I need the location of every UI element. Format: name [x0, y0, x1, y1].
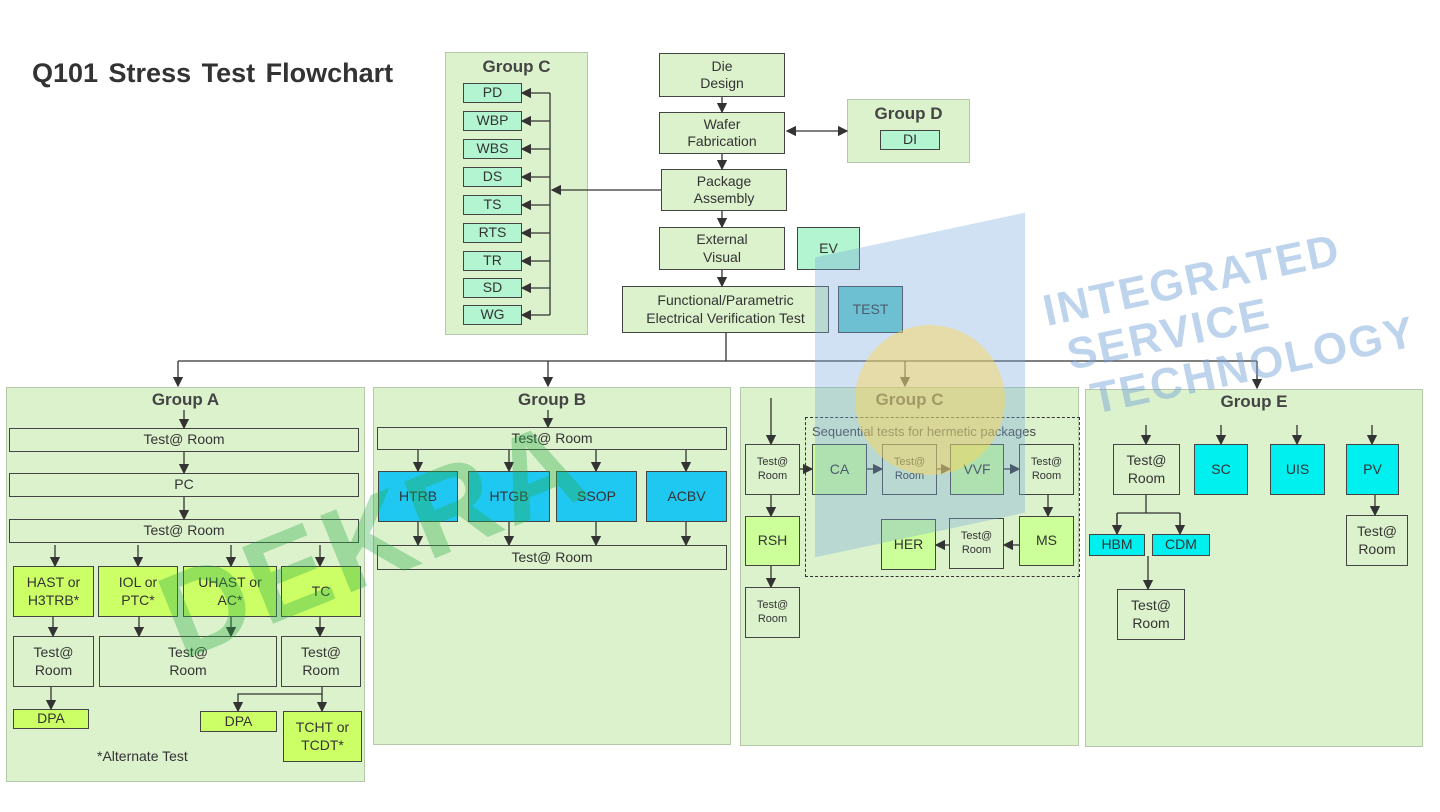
b-htrb: HTRB: [378, 471, 458, 522]
test-box: TEST: [838, 286, 903, 333]
c-ms: MS: [1019, 516, 1074, 566]
e-uis: UIS: [1270, 444, 1325, 495]
b-test-room-2: Test@ Room: [377, 545, 727, 570]
e-test-room-1: Test@ Room: [1113, 444, 1180, 495]
group-c-top-title: Group C: [482, 57, 551, 76]
item-ds: DS: [463, 167, 522, 187]
a-dpa-2: DPA: [200, 711, 277, 732]
sequential-tests-label: Sequential tests for hermetic packages: [812, 424, 1037, 439]
e-test-room-2: Test@ Room: [1117, 589, 1185, 640]
die-design-box: Die Design: [659, 53, 785, 97]
a-test-room-2: Test@ Room: [9, 519, 359, 543]
c-test-room-2: Test@ Room: [745, 587, 800, 638]
item-sd: SD: [463, 278, 522, 298]
c-test-room-1: Test@ Room: [745, 444, 800, 495]
b-ssop: SSOP: [556, 471, 637, 522]
b-htgb: HTGB: [468, 471, 550, 522]
c-test-room-5: Test@ Room: [949, 518, 1004, 569]
ev-box: EV: [797, 227, 860, 270]
item-di: DI: [880, 130, 940, 150]
page-title: Q101 Stress Test Flowchart: [32, 58, 394, 88]
item-rts: RTS: [463, 223, 522, 243]
a-pc: PC: [9, 473, 359, 497]
c-test-room-4: Test@ Room: [1019, 444, 1074, 495]
a-tc: TC: [281, 566, 361, 617]
functional-parametric-box: Functional/Parametric Electrical Verific…: [622, 286, 829, 333]
a-hast: HAST or H3TRB*: [13, 566, 94, 617]
a-test-room-3: Test@ Room: [13, 636, 94, 687]
package-assembly-box: Package Assembly: [661, 169, 787, 211]
group-b-title: Group B: [518, 390, 586, 409]
e-test-room-3: Test@ Room: [1346, 515, 1408, 566]
sequential-tests-region: [805, 417, 1080, 577]
item-ts: TS: [463, 195, 522, 215]
b-acbv: ACBV: [646, 471, 727, 522]
e-sc: SC: [1194, 444, 1248, 495]
e-pv: PV: [1346, 444, 1399, 495]
item-tr: TR: [463, 251, 522, 271]
a-uhast: UHAST or AC*: [183, 566, 277, 617]
c-her: HER: [881, 519, 936, 570]
group-e-title: Group E: [1220, 392, 1288, 411]
item-wbs: WBS: [463, 139, 522, 159]
group-c-title: Group C: [875, 390, 944, 409]
group-d-title: Group D: [874, 104, 943, 123]
b-test-room-1: Test@ Room: [377, 427, 727, 450]
ist-logo-circle: [855, 325, 1005, 475]
a-iol: IOL or PTC*: [98, 566, 178, 617]
wafer-fabrication-box: Wafer Fabrication: [659, 112, 785, 154]
a-test-room-4: Test@ Room: [99, 636, 277, 687]
item-wbp: WBP: [463, 111, 522, 131]
a-tcht: TCHT or TCDT*: [283, 711, 362, 762]
item-wg: WG: [463, 305, 522, 325]
alternate-test-note: *Alternate Test: [97, 748, 188, 764]
a-dpa-1: DPA: [13, 709, 89, 729]
group-a-title: Group A: [151, 390, 220, 409]
